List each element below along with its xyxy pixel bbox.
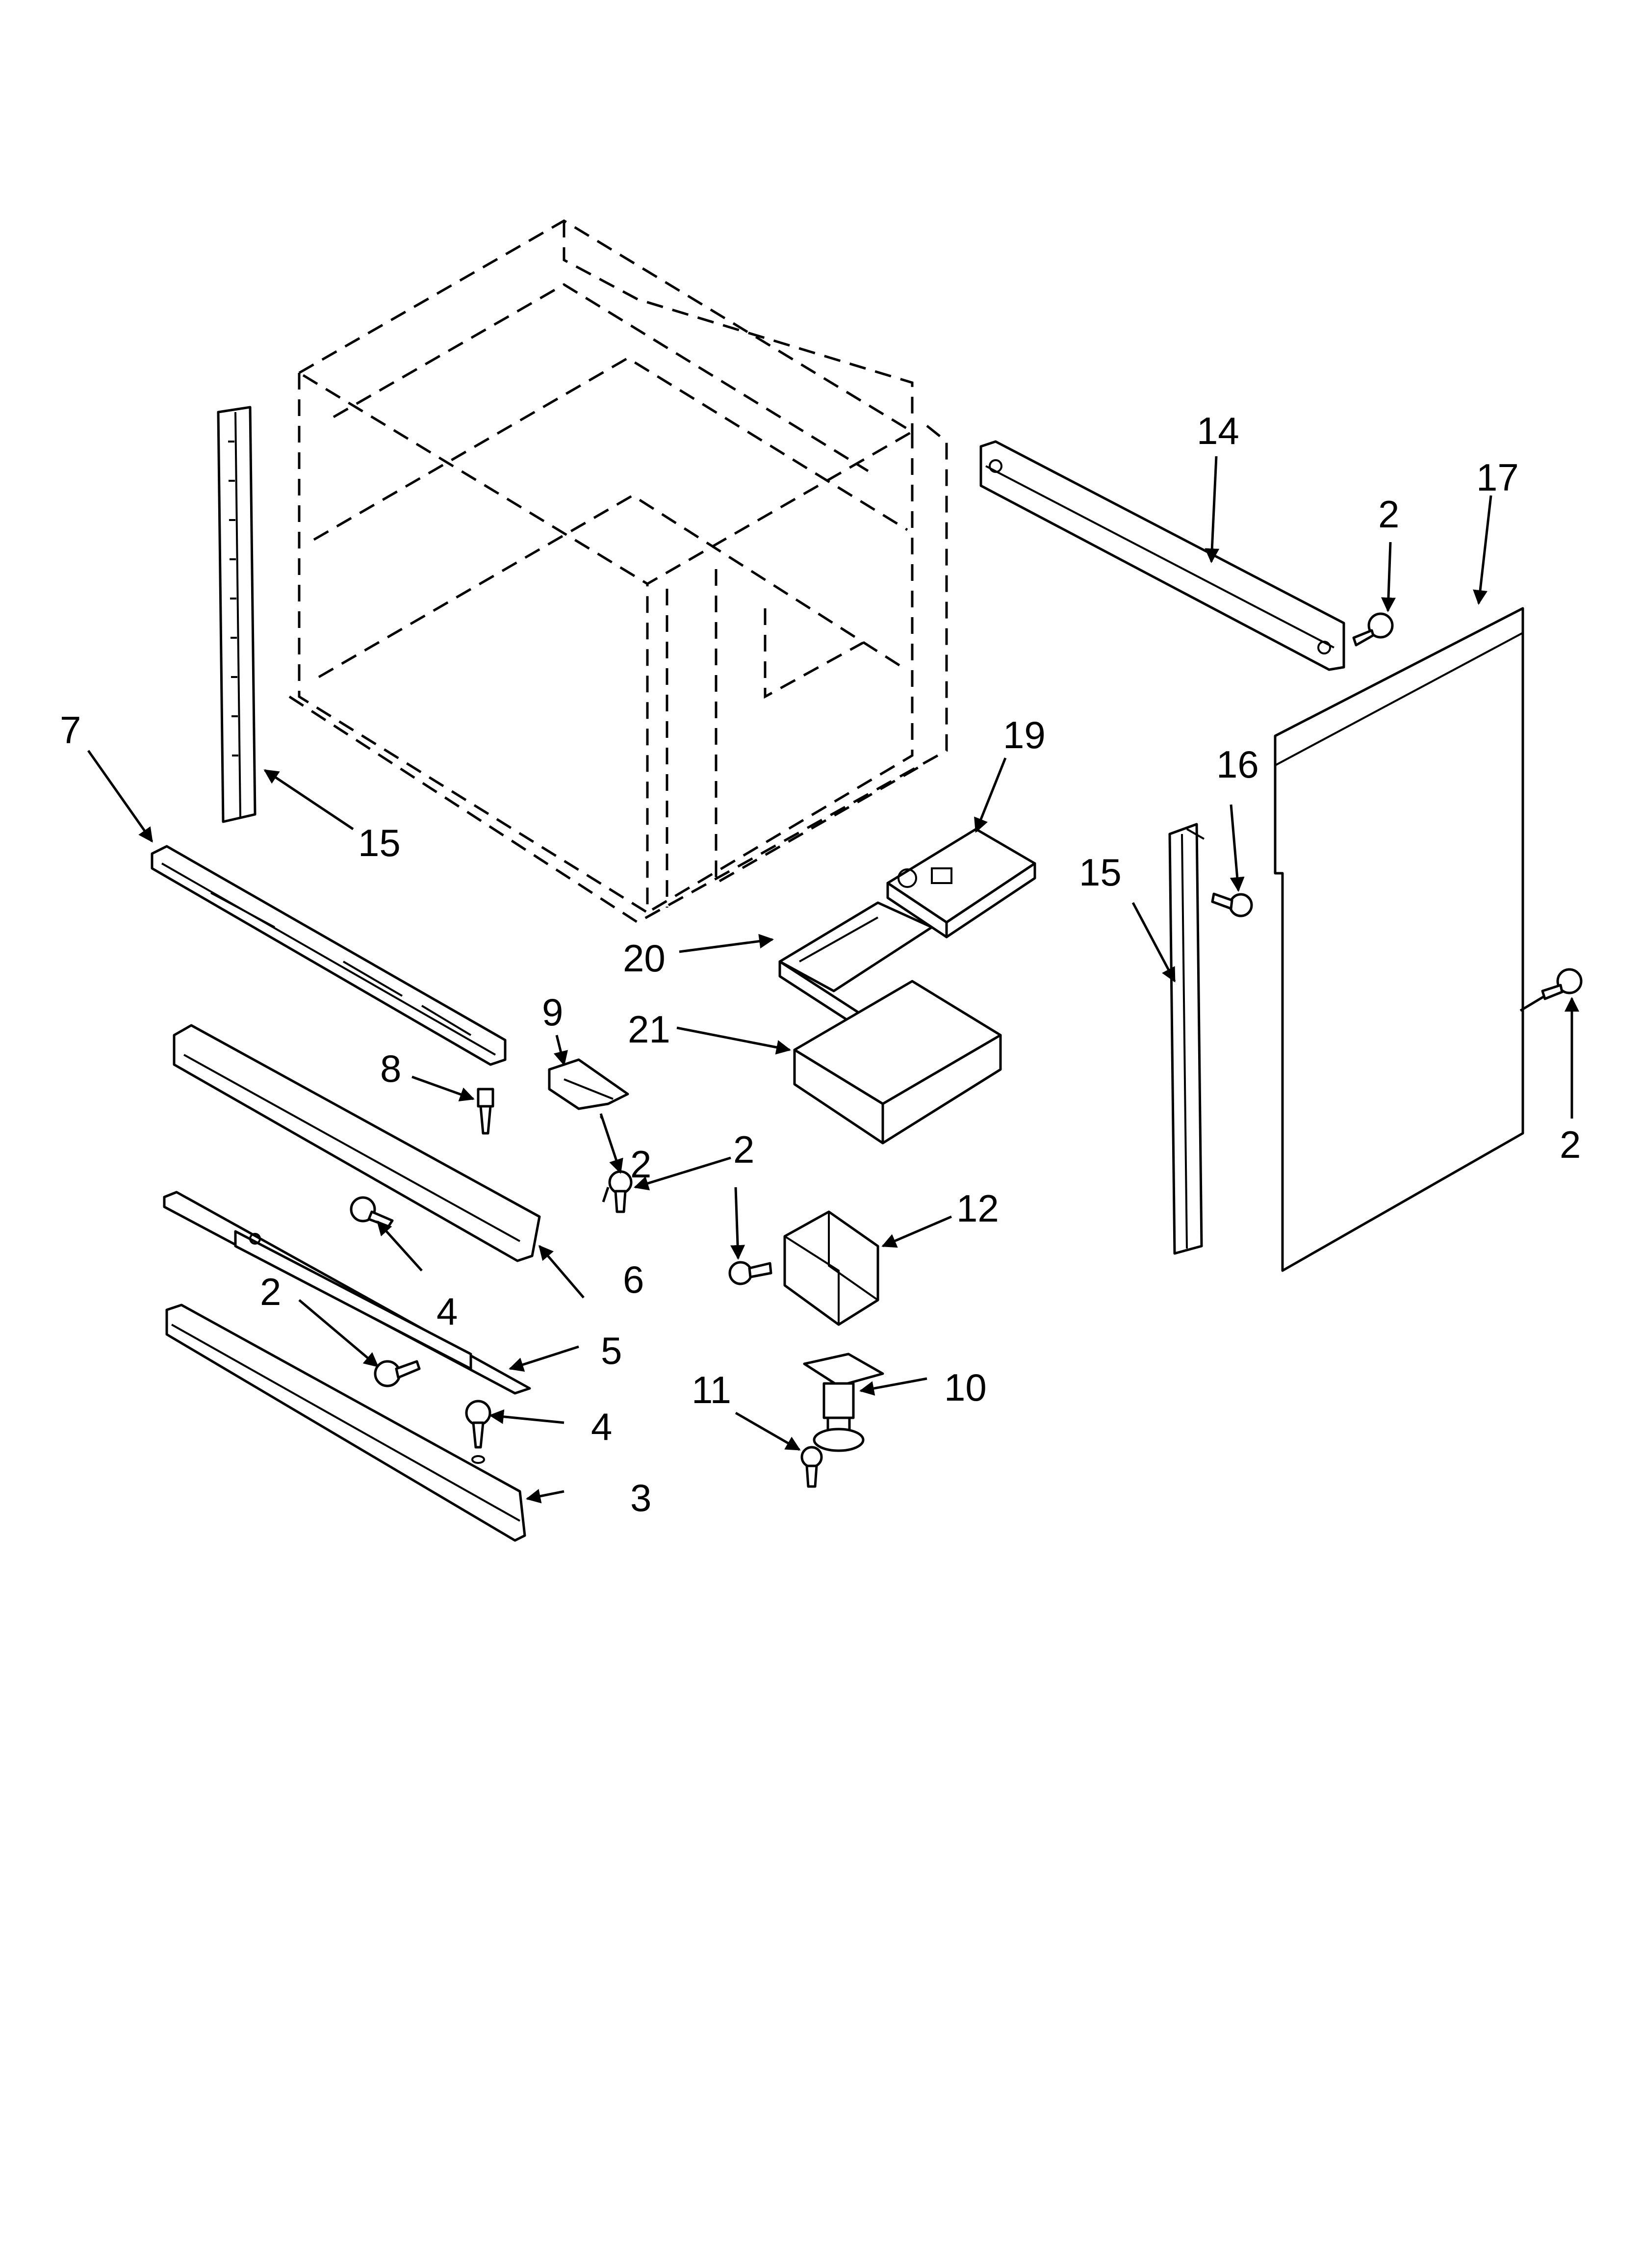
callout-6: 6 [623, 1258, 644, 1301]
callout-12: 12 [956, 1187, 999, 1230]
callout-21: 21 [628, 1008, 670, 1051]
part-19-control-board [886, 828, 1036, 938]
callout-17: 17 [1476, 456, 1519, 499]
callout-2-right-panel: 2 [1560, 1123, 1581, 1166]
part-4-screw-upper [350, 1196, 394, 1228]
callout-2-bracket: 2 [630, 1143, 651, 1186]
part-2-screw-right-panel [1541, 968, 1583, 1000]
callout-9: 9 [542, 991, 563, 1034]
part-4-screw-lower [465, 1400, 491, 1464]
part-15-right-rail [1168, 823, 1205, 1255]
part-8-screw [477, 1088, 494, 1135]
callout-8: 8 [380, 1047, 401, 1090]
part-7-long-rail [151, 845, 507, 1066]
part-20-tray [778, 901, 933, 1032]
part-11-screw [800, 1446, 823, 1488]
callout-20: 20 [623, 937, 666, 980]
part-21-pan [793, 980, 1002, 1145]
callout-19: 19 [1003, 713, 1046, 756]
part-6-bracket [173, 1024, 541, 1262]
callout-4-lower: 4 [591, 1405, 612, 1448]
part-2-screw-bracket [728, 1261, 772, 1285]
callout-2-lower-left: 2 [260, 1270, 281, 1313]
callout-2-center: 2 [733, 1128, 754, 1171]
cabinet-outline [288, 219, 948, 924]
callout-3: 3 [630, 1476, 651, 1519]
callout-16: 16 [1216, 743, 1259, 786]
part-12-bracket [783, 1210, 879, 1326]
part-2-screw-top-bar [1352, 612, 1394, 647]
part-16-screw [1211, 892, 1253, 917]
callout-4-upper: 4 [436, 1290, 458, 1333]
callout-11: 11 [692, 1368, 731, 1411]
leader-lines [87, 456, 1579, 1504]
part-10-leveling-leg [803, 1353, 884, 1452]
part-3-angle-bar [165, 1303, 526, 1542]
part-15-left-rail [217, 406, 257, 823]
part-2-screw-center [608, 1170, 633, 1213]
callout-15-left: 15 [358, 821, 401, 864]
part-9-clip [548, 1058, 629, 1110]
part-5-strip [163, 1191, 531, 1395]
callout-2-top-bar: 2 [1378, 493, 1399, 536]
callout-labels: 7 15 8 9 2 2 12 20 21 19 6 4 2 5 4 3 11 … [60, 409, 1581, 1519]
callout-7: 7 [60, 708, 81, 752]
callout-14: 14 [1197, 409, 1239, 452]
callout-5: 5 [601, 1329, 622, 1372]
part-17-side-panel [1274, 607, 1524, 1272]
part-14-top-bar [979, 440, 1345, 671]
part-2-screw-lower-left [374, 1360, 421, 1387]
callout-10: 10 [944, 1366, 987, 1409]
callout-15-right: 15 [1079, 851, 1122, 894]
